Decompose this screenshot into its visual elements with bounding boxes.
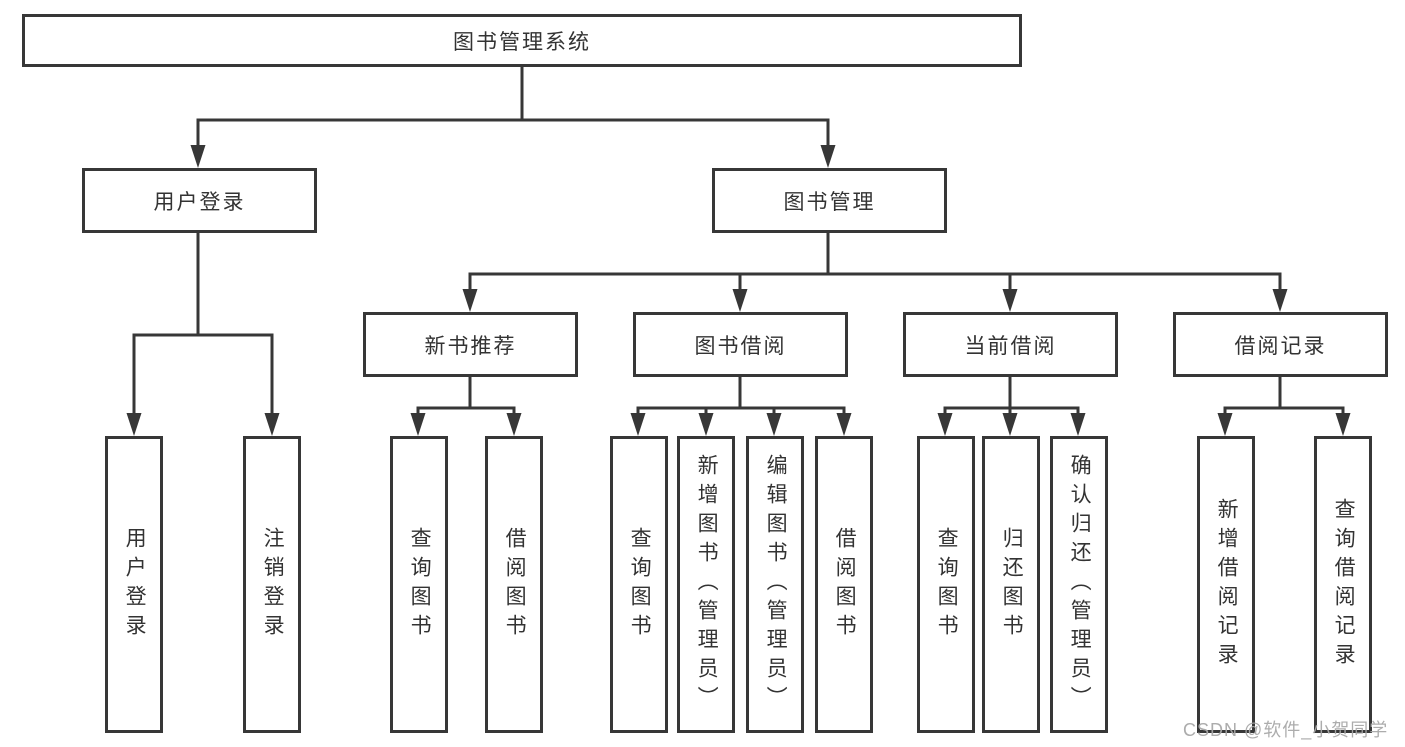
node-book-management: 图书管理 bbox=[712, 168, 947, 233]
leaf-user-login: 用户登录 bbox=[105, 436, 163, 733]
leaf-logout: 注销登录 bbox=[243, 436, 301, 733]
node-borrowing-records: 借阅记录 bbox=[1173, 312, 1388, 377]
node-book-borrowing: 图书借阅 bbox=[633, 312, 848, 377]
leaf-add-borrow-record: 新增借阅记录 bbox=[1197, 436, 1255, 733]
node-book-management-label: 图书管理 bbox=[783, 190, 876, 214]
leaf-query-books-recommend-label: 查询图书 bbox=[408, 526, 432, 643]
leaf-query-books-recommend: 查询图书 bbox=[390, 436, 448, 733]
leaf-add-book-admin: 新增图书（管理员） bbox=[677, 436, 735, 733]
leaf-add-borrow-record-label: 新增借阅记录 bbox=[1215, 497, 1239, 672]
node-new-book-recommend: 新书推荐 bbox=[363, 312, 578, 377]
leaf-borrow-books-borrowing-label: 借阅图书 bbox=[833, 526, 857, 643]
leaf-borrow-books-recommend: 借阅图书 bbox=[485, 436, 543, 733]
leaf-borrow-books-recommend-label: 借阅图书 bbox=[503, 526, 527, 643]
node-user-login: 用户登录 bbox=[82, 168, 317, 233]
leaf-confirm-return-admin: 确认归还（管理员） bbox=[1050, 436, 1108, 733]
node-current-borrowing: 当前借阅 bbox=[903, 312, 1118, 377]
leaf-query-books-borrowing-label: 查询图书 bbox=[628, 526, 652, 643]
csdn-watermark: CSDN @软件_小贺同学 bbox=[1183, 720, 1389, 740]
node-user-login-label: 用户登录 bbox=[153, 190, 246, 214]
leaf-borrow-books-borrowing: 借阅图书 bbox=[815, 436, 873, 733]
leaf-add-book-admin-label: 新增图书（管理员） bbox=[695, 454, 719, 715]
leaf-confirm-return-admin-label: 确认归还（管理员） bbox=[1068, 454, 1092, 715]
leaf-query-borrow-record-label: 查询借阅记录 bbox=[1332, 497, 1356, 672]
leaf-query-borrow-record: 查询借阅记录 bbox=[1314, 436, 1372, 733]
leaf-return-book: 归还图书 bbox=[982, 436, 1040, 733]
node-root: 图书管理系统 bbox=[22, 14, 1022, 67]
leaf-edit-book-admin: 编辑图书（管理员） bbox=[746, 436, 804, 733]
leaf-logout-label: 注销登录 bbox=[261, 526, 285, 643]
leaf-query-books-current-label: 查询图书 bbox=[935, 526, 959, 643]
node-current-borrowing-label: 当前借阅 bbox=[964, 334, 1057, 358]
node-new-book-recommend-label: 新书推荐 bbox=[424, 334, 517, 358]
node-borrowing-records-label: 借阅记录 bbox=[1234, 334, 1327, 358]
arrowheads bbox=[126, 145, 1351, 436]
leaf-edit-book-admin-label: 编辑图书（管理员） bbox=[764, 454, 788, 715]
leaf-return-book-label: 归还图书 bbox=[1000, 526, 1024, 643]
leaf-query-books-borrowing: 查询图书 bbox=[610, 436, 668, 733]
leaf-query-books-current: 查询图书 bbox=[917, 436, 975, 733]
leaf-user-login-label: 用户登录 bbox=[123, 526, 147, 643]
node-book-borrowing-label: 图书借阅 bbox=[694, 334, 787, 358]
node-root-label: 图书管理系统 bbox=[453, 30, 591, 54]
